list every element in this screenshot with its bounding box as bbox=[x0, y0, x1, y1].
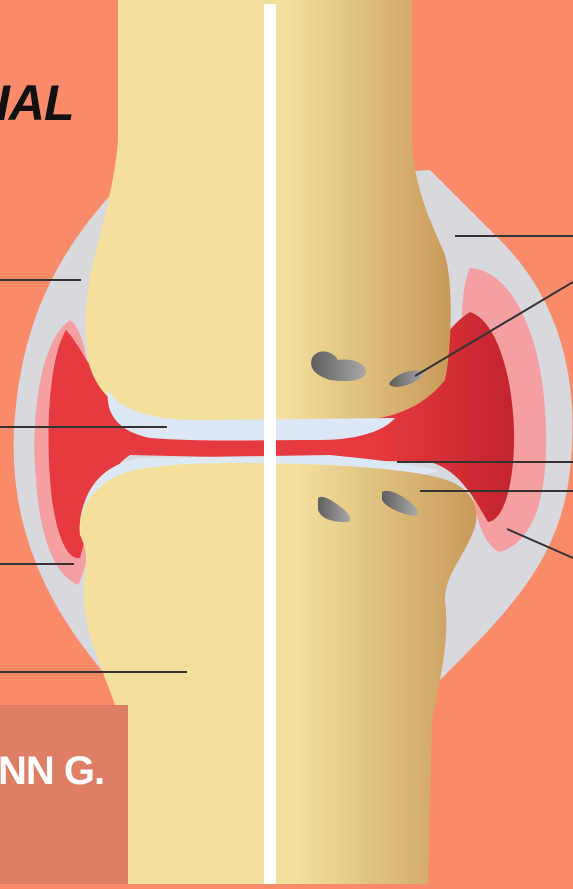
title-fragment: IAL bbox=[0, 78, 74, 128]
credit-text: NN G. bbox=[0, 751, 104, 791]
lower-bone bbox=[80, 463, 477, 884]
center-divider bbox=[264, 4, 276, 884]
credit-box bbox=[0, 705, 128, 884]
